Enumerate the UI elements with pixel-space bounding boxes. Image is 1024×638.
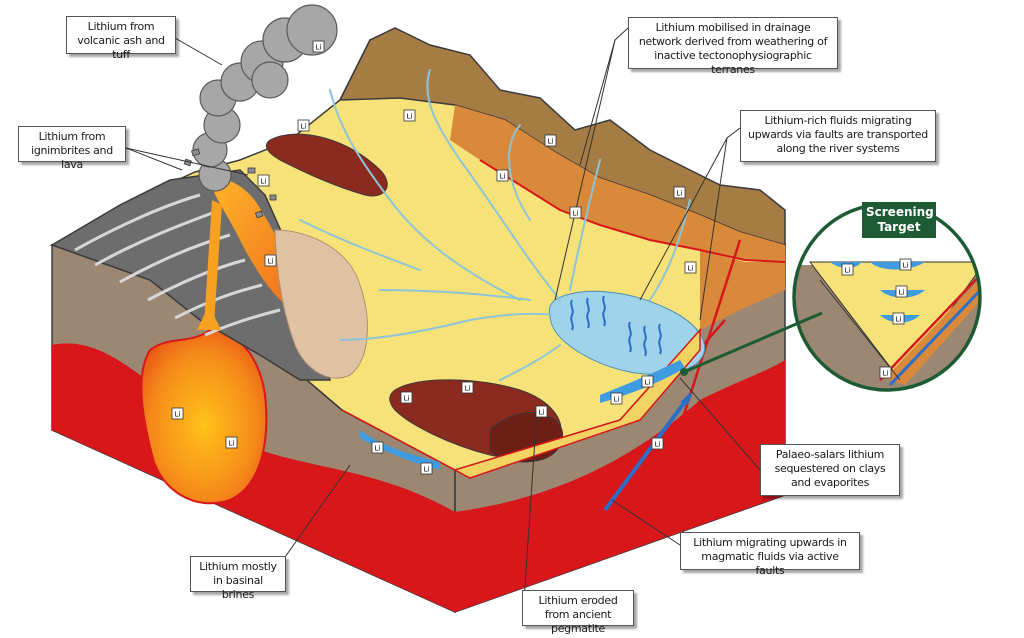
callout-drainage: Lithium mobilised in drainage network de… xyxy=(628,17,838,76)
screening-zoom-circle xyxy=(792,202,982,392)
li-marker: Li xyxy=(544,134,557,147)
magma-layer-right xyxy=(455,360,785,612)
fluid-arrow xyxy=(603,393,692,512)
li-marker: Li xyxy=(403,109,416,122)
svg-text:Li: Li xyxy=(655,441,661,449)
li-marker: Li xyxy=(569,206,582,219)
fault-right-a xyxy=(648,239,742,521)
svg-text:Li: Li xyxy=(268,258,274,266)
callout-magmatic-fluids: Lithium migrating upwards in magmatic fl… xyxy=(680,532,860,577)
li-marker: Li xyxy=(684,261,697,274)
svg-text:Li: Li xyxy=(645,379,651,387)
svg-text:Li: Li xyxy=(175,411,181,419)
li-marker: Li xyxy=(841,263,854,276)
magma-conduit xyxy=(204,200,222,325)
li-marker: Li xyxy=(879,366,892,379)
svg-text:Li: Li xyxy=(548,138,554,146)
salar-wave-arrows xyxy=(570,295,662,357)
svg-text:Li: Li xyxy=(688,265,694,273)
svg-text:Li: Li xyxy=(500,173,506,181)
svg-text:Li: Li xyxy=(407,113,413,121)
li-marker: Li xyxy=(225,436,238,449)
li-marker: Li xyxy=(264,254,277,267)
mountain-orange-band xyxy=(450,105,785,262)
li-marker: Li xyxy=(892,312,905,325)
li-marker: Li xyxy=(371,441,384,454)
callout-ignimbrites: Lithium from ignimbrites and lava xyxy=(18,126,126,171)
volcano-strata xyxy=(74,193,281,337)
svg-text:Li: Li xyxy=(899,289,905,297)
svg-text:Li: Li xyxy=(404,395,410,403)
li-marker: Li xyxy=(610,392,623,405)
fluid-arrow-head xyxy=(680,392,692,405)
li-marker: Li xyxy=(651,437,664,450)
callout-pegmatite: Lithium eroded from ancient pegmatite xyxy=(522,590,634,635)
svg-text:Li: Li xyxy=(573,210,579,218)
li-marker: Li xyxy=(899,258,912,271)
li-marker: Li xyxy=(420,462,433,475)
svg-text:Li: Li xyxy=(465,385,471,393)
svg-text:Li: Li xyxy=(883,370,889,378)
zoom-connector-line xyxy=(683,311,823,374)
svg-text:Li: Li xyxy=(261,178,267,186)
callout-volcanic-ash: Lithium from volcanic ash and tuff xyxy=(66,16,176,61)
zoom-connector-dot xyxy=(680,368,688,376)
svg-text:Li: Li xyxy=(903,262,909,270)
screening-target-label: Screening Target xyxy=(862,202,936,238)
callout-faults-rivers: Lithium-rich fluids migrating upwards vi… xyxy=(740,110,936,162)
li-marker: Li xyxy=(312,40,325,53)
li-markers: Li Li Li Li Li Li Li Li Li Li Li Li Li L… xyxy=(171,40,912,475)
svg-text:Li: Li xyxy=(896,316,902,324)
fault-red-line xyxy=(479,159,786,263)
basin-evaporites-left xyxy=(360,430,440,470)
li-marker: Li xyxy=(461,381,474,394)
svg-text:Li: Li xyxy=(845,267,851,275)
li-marker: Li xyxy=(673,186,686,199)
svg-text:Li: Li xyxy=(301,123,307,131)
svg-text:Li: Li xyxy=(229,440,235,448)
li-marker: Li xyxy=(297,119,310,132)
callout-palaeo-salars: Palaeo-salars lithium sequestered on cla… xyxy=(760,444,900,496)
svg-text:Li: Li xyxy=(316,44,322,52)
ignimbrite-deposit xyxy=(274,229,368,379)
svg-text:Li: Li xyxy=(375,445,381,453)
basin-wedge xyxy=(341,328,701,479)
ash-cloud xyxy=(192,4,338,192)
magma-body xyxy=(140,328,268,505)
li-marker: Li xyxy=(257,174,270,187)
callout-leaders xyxy=(125,27,761,601)
drainage-rivers xyxy=(299,69,691,381)
li-marker: Li xyxy=(171,407,184,420)
pegmatite-upper xyxy=(265,133,388,197)
li-marker: Li xyxy=(496,169,509,182)
li-marker: Li xyxy=(641,375,654,388)
li-marker: Li xyxy=(535,405,548,418)
svg-text:Li: Li xyxy=(539,409,545,417)
svg-text:Li: Li xyxy=(614,396,620,404)
svg-text:Li: Li xyxy=(677,190,683,198)
callout-basinal-brines: Lithium mostly in basinal brines xyxy=(190,556,286,601)
li-marker: Li xyxy=(895,285,908,298)
svg-text:Li: Li xyxy=(424,466,430,474)
magma-arrow-up xyxy=(197,305,221,330)
mountain-orange-front xyxy=(700,250,785,330)
li-marker: Li xyxy=(400,391,413,404)
